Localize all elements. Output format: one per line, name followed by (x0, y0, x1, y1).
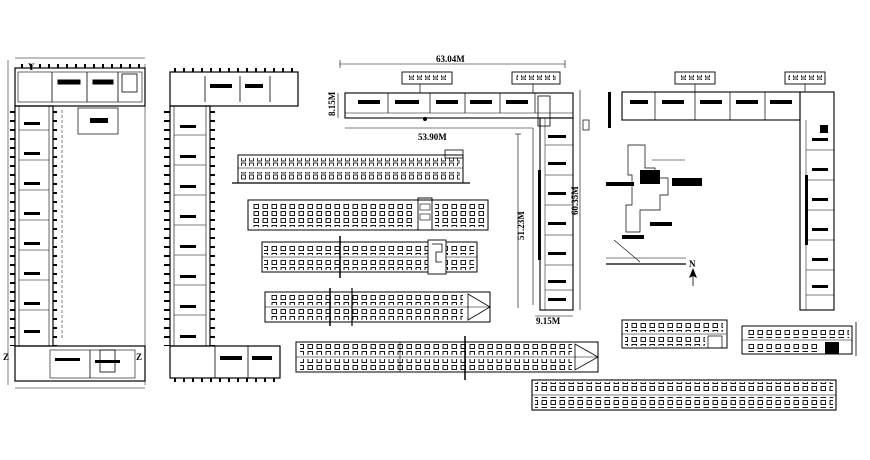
north-arrow-icon (689, 268, 697, 286)
dimension-inner-width: 53.90M (418, 132, 447, 142)
l-shape-plan-dimensioned (337, 60, 590, 317)
dimension-right-outer-height: 60.35M (570, 186, 580, 215)
axis-mark-y: Y (28, 62, 35, 72)
dimension-top-width: 63.04M (436, 54, 465, 64)
dimension-right-inner-height: 51.23M (516, 211, 526, 240)
elevation-4 (264, 288, 491, 326)
axis-mark-z-left: Z (3, 352, 9, 362)
elevation-3 (261, 236, 478, 278)
elevation-1 (232, 149, 470, 184)
dimension-left-height: 8.15M (327, 91, 337, 116)
elevation-6 (621, 319, 728, 349)
l-shape-plan-right (608, 71, 835, 311)
elevation-5 (295, 336, 599, 380)
axis-mark-z-right: Z (136, 352, 142, 362)
site-plan (606, 144, 702, 265)
elevation-2 (247, 197, 489, 231)
floor-plan-2 (164, 68, 299, 382)
elevation-8 (531, 379, 837, 411)
elevation-7 (741, 322, 857, 356)
dimension-bottom-width: 9.15M (536, 316, 561, 326)
floor-plan-1 (7, 57, 146, 389)
north-label: N (689, 259, 696, 269)
